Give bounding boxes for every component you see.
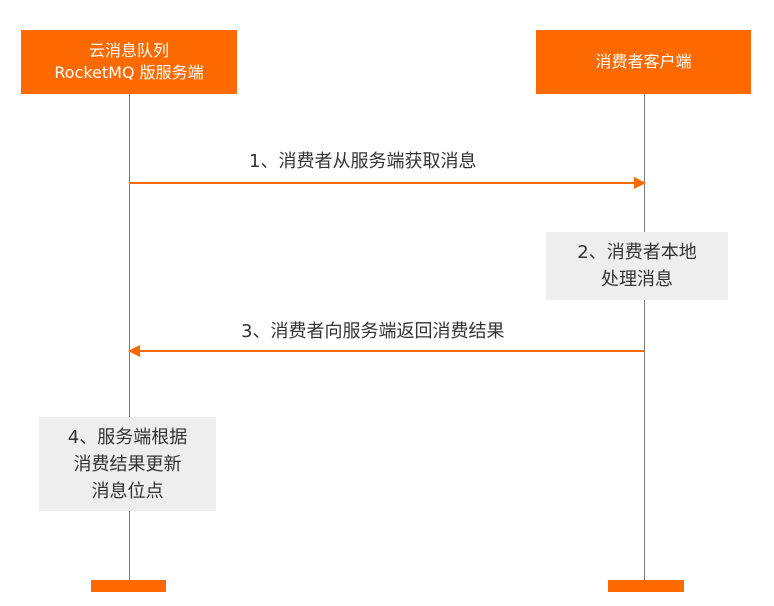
actor-server-line1: 云消息队列	[88, 41, 169, 60]
actor-client-label: 消费者客户端	[595, 52, 692, 71]
note-server-line3: 消息位点	[91, 480, 164, 502]
note-server-update-offset: 4、服务端根据 消费结果更新 消息位点	[39, 417, 216, 511]
note-client-processing: 2、消费者本地 处理消息	[546, 232, 728, 300]
message-1-arrow	[129, 177, 646, 189]
note-client-line1: 2、消费者本地	[577, 242, 697, 263]
actor-server-line2: RocketMQ 版服务端	[54, 63, 204, 82]
lifeline-server-end	[91, 580, 166, 592]
actor-client: 消费者客户端	[536, 30, 751, 94]
message-3-label: 3、消费者向服务端返回消费结果	[241, 321, 505, 342]
message-1-label: 1、消费者从服务端获取消息	[249, 151, 477, 172]
lifeline-client-end	[608, 580, 684, 592]
note-server-line1: 4、服务端根据	[67, 426, 188, 448]
lifeline-server	[129, 94, 130, 580]
actor-server: 云消息队列 RocketMQ 版服务端	[21, 30, 237, 94]
note-client-line2: 处理消息	[601, 269, 673, 290]
lifeline-client	[644, 94, 645, 580]
message-3-arrow	[128, 345, 644, 357]
note-server-line2: 消费结果更新	[73, 453, 182, 475]
